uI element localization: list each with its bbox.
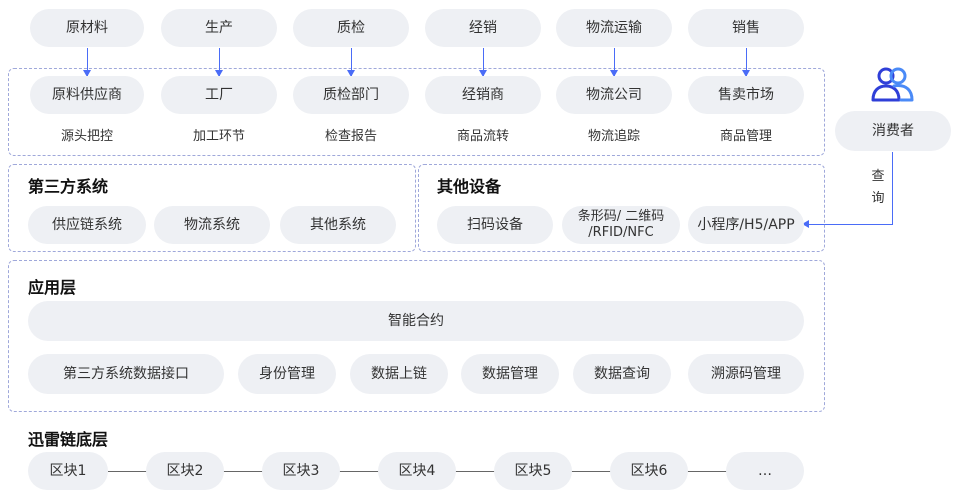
block-6: 区块6 [610,452,688,490]
entity-distributor: 经销商 [425,76,541,114]
consumer-pill: 消费者 [835,111,951,151]
arrow-down [742,48,750,77]
third-party-container [8,164,416,252]
block-more: … [726,452,804,490]
third-party-title: 第三方系统 [28,177,109,196]
sub-logistics-tracking: 物流追踪 [587,129,640,144]
stage-quality-check: 质检 [293,9,409,47]
traceability-code-management: 溯源码管理 [688,354,804,394]
block-5: 区块5 [494,452,572,490]
block-link [686,471,728,472]
other-devices-title: 其他设备 [437,177,502,196]
stage-raw-material: 原材料 [30,9,144,47]
stage-distribution: 经销 [425,9,541,47]
query-char: 询 [871,191,885,206]
smart-contract: 智能合约 [28,301,804,341]
sub-inspection-report: 检查报告 [324,129,377,144]
arrow-down [347,48,355,77]
miniapp-h5-app: 小程序/H5/APP [688,206,804,244]
barcode-qr-rfid: 条形码/ 二维码 /RFID/NFC [562,206,680,244]
block-4: 区块4 [378,452,456,490]
third-party-data-api: 第三方系统数据接口 [28,354,224,394]
barcode-qr-line: 条形码/ 二维码 [577,209,665,224]
sub-goods-management: 商品管理 [719,129,772,144]
stage-sales: 销售 [688,9,804,47]
block-link [454,471,496,472]
block-link [108,471,148,472]
data-query: 数据查询 [573,354,671,394]
other-system: 其他系统 [280,206,396,244]
query-char: 查 [871,169,885,184]
logistics-system: 物流系统 [154,206,270,244]
entity-factory: 工厂 [161,76,277,114]
block-2: 区块2 [146,452,224,490]
other-devices-container [418,164,825,252]
users-icon [868,64,918,104]
identity-management: 身份管理 [238,354,336,394]
data-on-chain: 数据上链 [350,354,448,394]
sub-goods-flow: 商品流转 [456,129,509,144]
stage-production: 生产 [161,9,277,47]
arrow-down [83,48,91,77]
block-1: 区块1 [28,452,108,490]
query-label: 查 询 [870,168,886,208]
consumer-connector [892,152,893,224]
arrow-left [802,220,809,228]
arrow-down [215,48,223,77]
entity-supplier: 原料供应商 [30,76,144,114]
stage-logistics: 物流运输 [556,9,672,47]
sub-processing: 加工环节 [192,129,245,144]
entity-logistics-co: 物流公司 [556,76,672,114]
data-management: 数据管理 [461,354,559,394]
block-link [570,471,612,472]
app-layer-container [8,260,825,412]
arrow-down [479,48,487,77]
rfid-nfc-line: /RFID/NFC [588,225,654,240]
supply-chain-system: 供应链系统 [28,206,146,244]
arrow-down [610,48,618,77]
entity-container [8,68,825,156]
app-layer-title: 应用层 [28,278,77,297]
consumer-connector [807,224,893,225]
sub-source-control: 源头把控 [60,129,113,144]
block-link [222,471,264,472]
scanner-device: 扫码设备 [437,206,553,244]
entity-qc-dept: 质检部门 [293,76,409,114]
chain-layer-title: 迅雷链底层 [28,430,109,449]
block-3: 区块3 [262,452,340,490]
entity-market: 售卖市场 [688,76,804,114]
block-link [338,471,380,472]
